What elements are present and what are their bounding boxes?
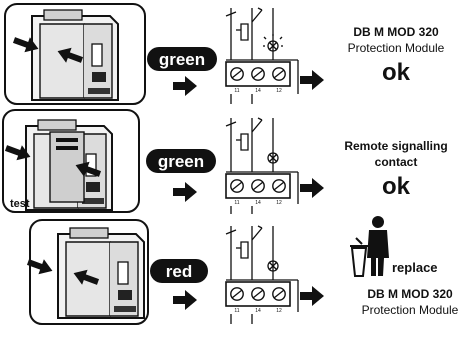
- contact-schematic-3: [225, 225, 299, 312]
- terminal-number: 11: [234, 88, 239, 94]
- lamp-off-icon: [267, 152, 279, 164]
- row-3: red 11 14 12: [25, 216, 459, 325]
- terminal-block-2: [225, 173, 291, 199]
- terminal-number: 14: [255, 88, 261, 94]
- terminal-number: 14: [255, 308, 261, 314]
- lamp-on-icon: [263, 34, 283, 52]
- test-label: test: [10, 198, 30, 210]
- right-arrow-icon: [173, 290, 197, 310]
- result-line-1: Remote signalling: [344, 139, 447, 153]
- contact-schematic-2: [225, 117, 299, 204]
- result-line-1: DB M MOD 320: [353, 25, 439, 39]
- result-line-2: contact: [375, 155, 418, 169]
- right-arrow-icon: [300, 286, 324, 306]
- state-pill-bg: [146, 149, 216, 173]
- terminal-number: 12: [276, 88, 282, 94]
- result-ok: ok: [382, 59, 411, 86]
- state-label: green: [159, 50, 205, 69]
- state-pill-bg: [150, 259, 208, 283]
- recycle-bin-icon: [350, 216, 389, 277]
- right-arrow-icon: [300, 70, 324, 90]
- result-line-1: DB M MOD 320: [367, 287, 453, 301]
- state-pill-2: green: [146, 149, 216, 173]
- lamp-off-icon: [267, 260, 279, 272]
- result-ok: ok: [382, 173, 411, 200]
- terminal-number: 11: [234, 308, 239, 314]
- contact-schematic-1: [225, 7, 299, 94]
- state-pill-1: green: [147, 47, 217, 71]
- state-pill-3: red: [150, 259, 208, 283]
- terminal-number: 14: [255, 200, 261, 206]
- action-label: replace: [392, 260, 438, 275]
- row-2: test green 11 14 12: [2, 109, 448, 214]
- terminal-block-1: [225, 61, 291, 87]
- module-illustration-3: [57, 227, 145, 319]
- right-arrow-icon: [173, 76, 197, 96]
- state-label: red: [166, 262, 192, 281]
- terminal-number: 12: [276, 308, 282, 314]
- row-1: green: [4, 3, 445, 105]
- terminal-number: 12: [276, 200, 282, 206]
- right-arrow-icon: [300, 178, 324, 198]
- right-arrow-icon: [173, 182, 197, 202]
- state-label: green: [158, 152, 204, 171]
- terminal-number: 11: [234, 200, 239, 206]
- terminal-block-3: [225, 281, 291, 307]
- state-pill-bg: [147, 47, 217, 71]
- module-illustration-2: [25, 119, 113, 211]
- result-line-2: Protection Module: [362, 303, 459, 317]
- result-line-2: Protection Module: [348, 41, 445, 55]
